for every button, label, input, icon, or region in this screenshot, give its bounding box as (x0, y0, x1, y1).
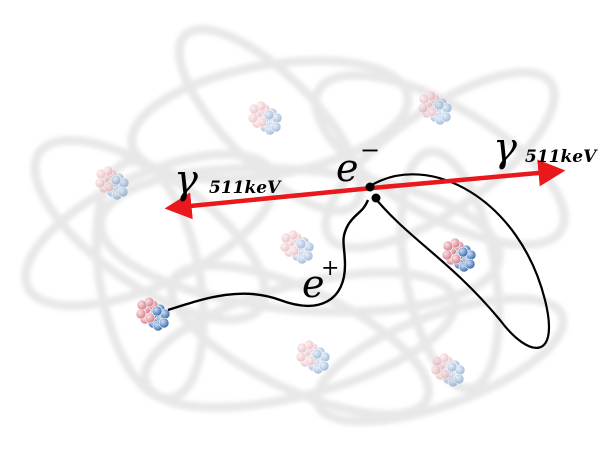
neutron (295, 238, 307, 250)
nucleus (430, 352, 466, 388)
nucleus (247, 100, 283, 136)
neutron (270, 121, 282, 133)
neutron (263, 109, 275, 121)
proton (94, 177, 106, 189)
electron-charge: − (360, 136, 380, 164)
proton (426, 106, 438, 118)
gamma-arrow-left (164, 185, 373, 220)
neutron (151, 305, 163, 317)
neutron (318, 360, 330, 372)
proton (144, 312, 156, 324)
proton (95, 168, 107, 180)
nuclei-layer (94, 90, 477, 388)
gamma-left-symbol: γ (174, 157, 198, 203)
proton (280, 232, 292, 244)
nucleus (295, 339, 331, 375)
background-orbits (20, 24, 569, 426)
gamma-right-symbol: γ (493, 125, 517, 171)
proton (295, 351, 307, 363)
proton (103, 181, 115, 193)
proton (441, 249, 453, 261)
proton (431, 355, 443, 367)
positron-charge: + (321, 256, 339, 281)
positron-symbol: e (302, 262, 325, 306)
neutron (110, 174, 122, 186)
neutron (446, 361, 458, 373)
neutron (440, 111, 452, 123)
proton (135, 308, 147, 320)
neutron (457, 246, 469, 258)
proton (442, 240, 454, 252)
gamma-left-energy: 511keV (209, 178, 282, 198)
neutron (464, 258, 476, 270)
proton (439, 368, 451, 380)
proton (430, 364, 442, 376)
positron-dot (371, 193, 381, 203)
neutron (311, 348, 323, 360)
neutron (117, 186, 129, 198)
gamma-arrow-right (371, 159, 566, 191)
neutron (158, 317, 170, 329)
electron-path (369, 173, 551, 349)
proton (288, 245, 300, 257)
proton (256, 116, 268, 128)
proton (296, 342, 308, 354)
neutron (433, 99, 445, 111)
nucleus (441, 237, 477, 273)
neutron (302, 250, 314, 262)
gamma-right-energy: 511keV (525, 147, 598, 167)
proton (418, 93, 430, 105)
nucleus (94, 165, 130, 201)
proton (247, 112, 259, 124)
proton (279, 241, 291, 253)
electron-symbol: e (336, 146, 359, 190)
proton (450, 253, 462, 265)
neutron (453, 373, 465, 385)
nucleus (417, 90, 453, 126)
nucleus (135, 296, 171, 332)
nucleus (279, 229, 315, 265)
proton (417, 102, 429, 114)
proton (304, 355, 316, 367)
proton (248, 103, 260, 115)
positron-path (167, 199, 370, 312)
electron-dot (365, 182, 375, 192)
proton (136, 299, 148, 311)
